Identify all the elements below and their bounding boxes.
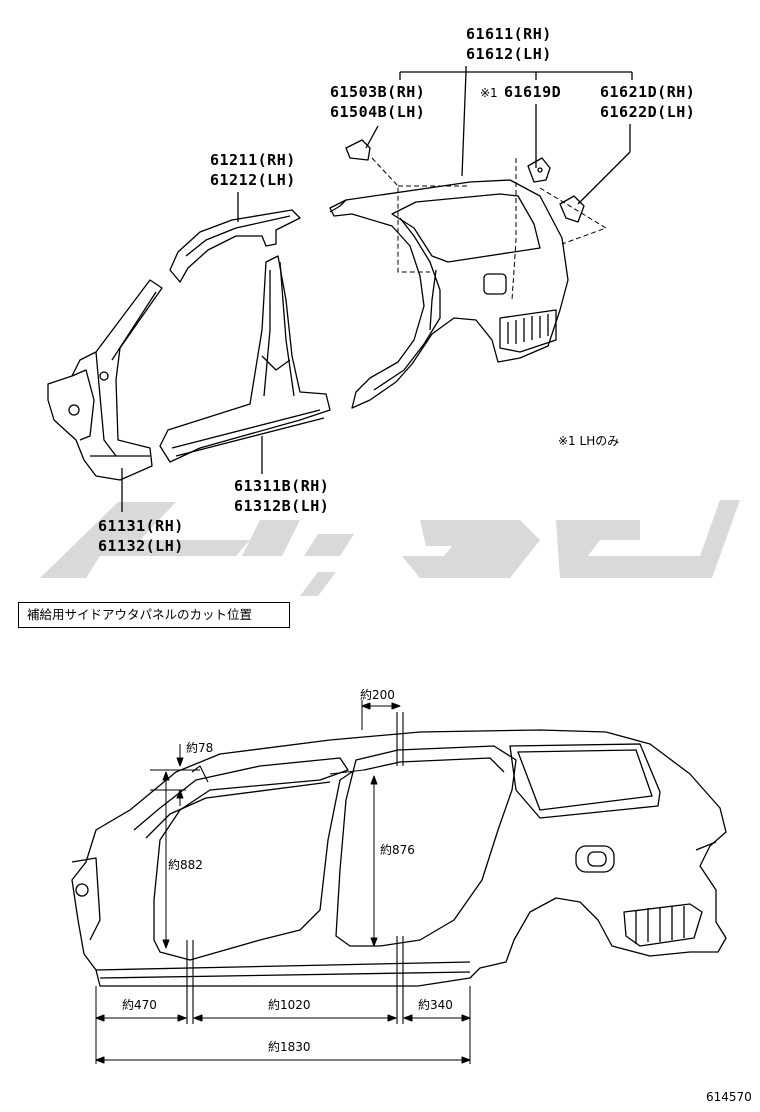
dim-882: 約882 [168,858,203,872]
dim-876: 約876 [380,843,415,857]
footnote-lh-only: ※1 LHのみ [558,434,620,448]
side-panel-outline [71,729,727,987]
label-front-pillar-lh: 61132(LH) [98,537,184,555]
dim-1020: 約1020 [268,998,311,1012]
label-fuel-bracket-code: 61619D [504,83,562,101]
label-quarter-panel-lh: 61612(LH) [466,45,552,63]
roof-rail-part [169,209,301,283]
center-pillar-rocker-part [159,255,331,463]
small-brackets [345,139,585,223]
quarter-panel-part [329,179,569,409]
cut-section-title: 補給用サイドアウタパネルのカット位置 [18,602,290,628]
dim-78: 約78 [186,741,214,755]
cut-markers [186,712,404,1024]
label-rear-pillar-ext-rh: 61503B(RH) [330,83,426,101]
label-roof-rail-rh: 61211(RH) [210,151,296,169]
front-pillar-part [47,279,163,481]
label-rocker-rh: 61311B(RH) [234,477,330,495]
label-fuel-bracket-mark: ※1 [480,86,498,100]
dim-1830: 約1830 [268,1040,311,1054]
label-roof-side-bracket-lh: 61622D(LH) [600,103,696,121]
figure-number: 614570 [706,1090,752,1104]
dashed-guides [371,157,607,301]
label-quarter-panel-rh: 61611(RH) [466,25,552,43]
leader-lines [121,66,633,512]
label-roof-side-bracket-rh: 61621D(RH) [600,83,696,101]
dim-200: 約200 [360,688,395,702]
dim-470: 約470 [122,998,157,1012]
dim-340: 約340 [418,998,453,1012]
label-roof-rail-lh: 61212(LH) [210,171,296,189]
label-rear-pillar-ext-lh: 61504B(LH) [330,103,426,121]
label-front-pillar-rh: 61131(RH) [98,517,184,535]
label-rocker-lh: 61312B(LH) [234,497,330,515]
dimension-lines [95,700,471,1064]
